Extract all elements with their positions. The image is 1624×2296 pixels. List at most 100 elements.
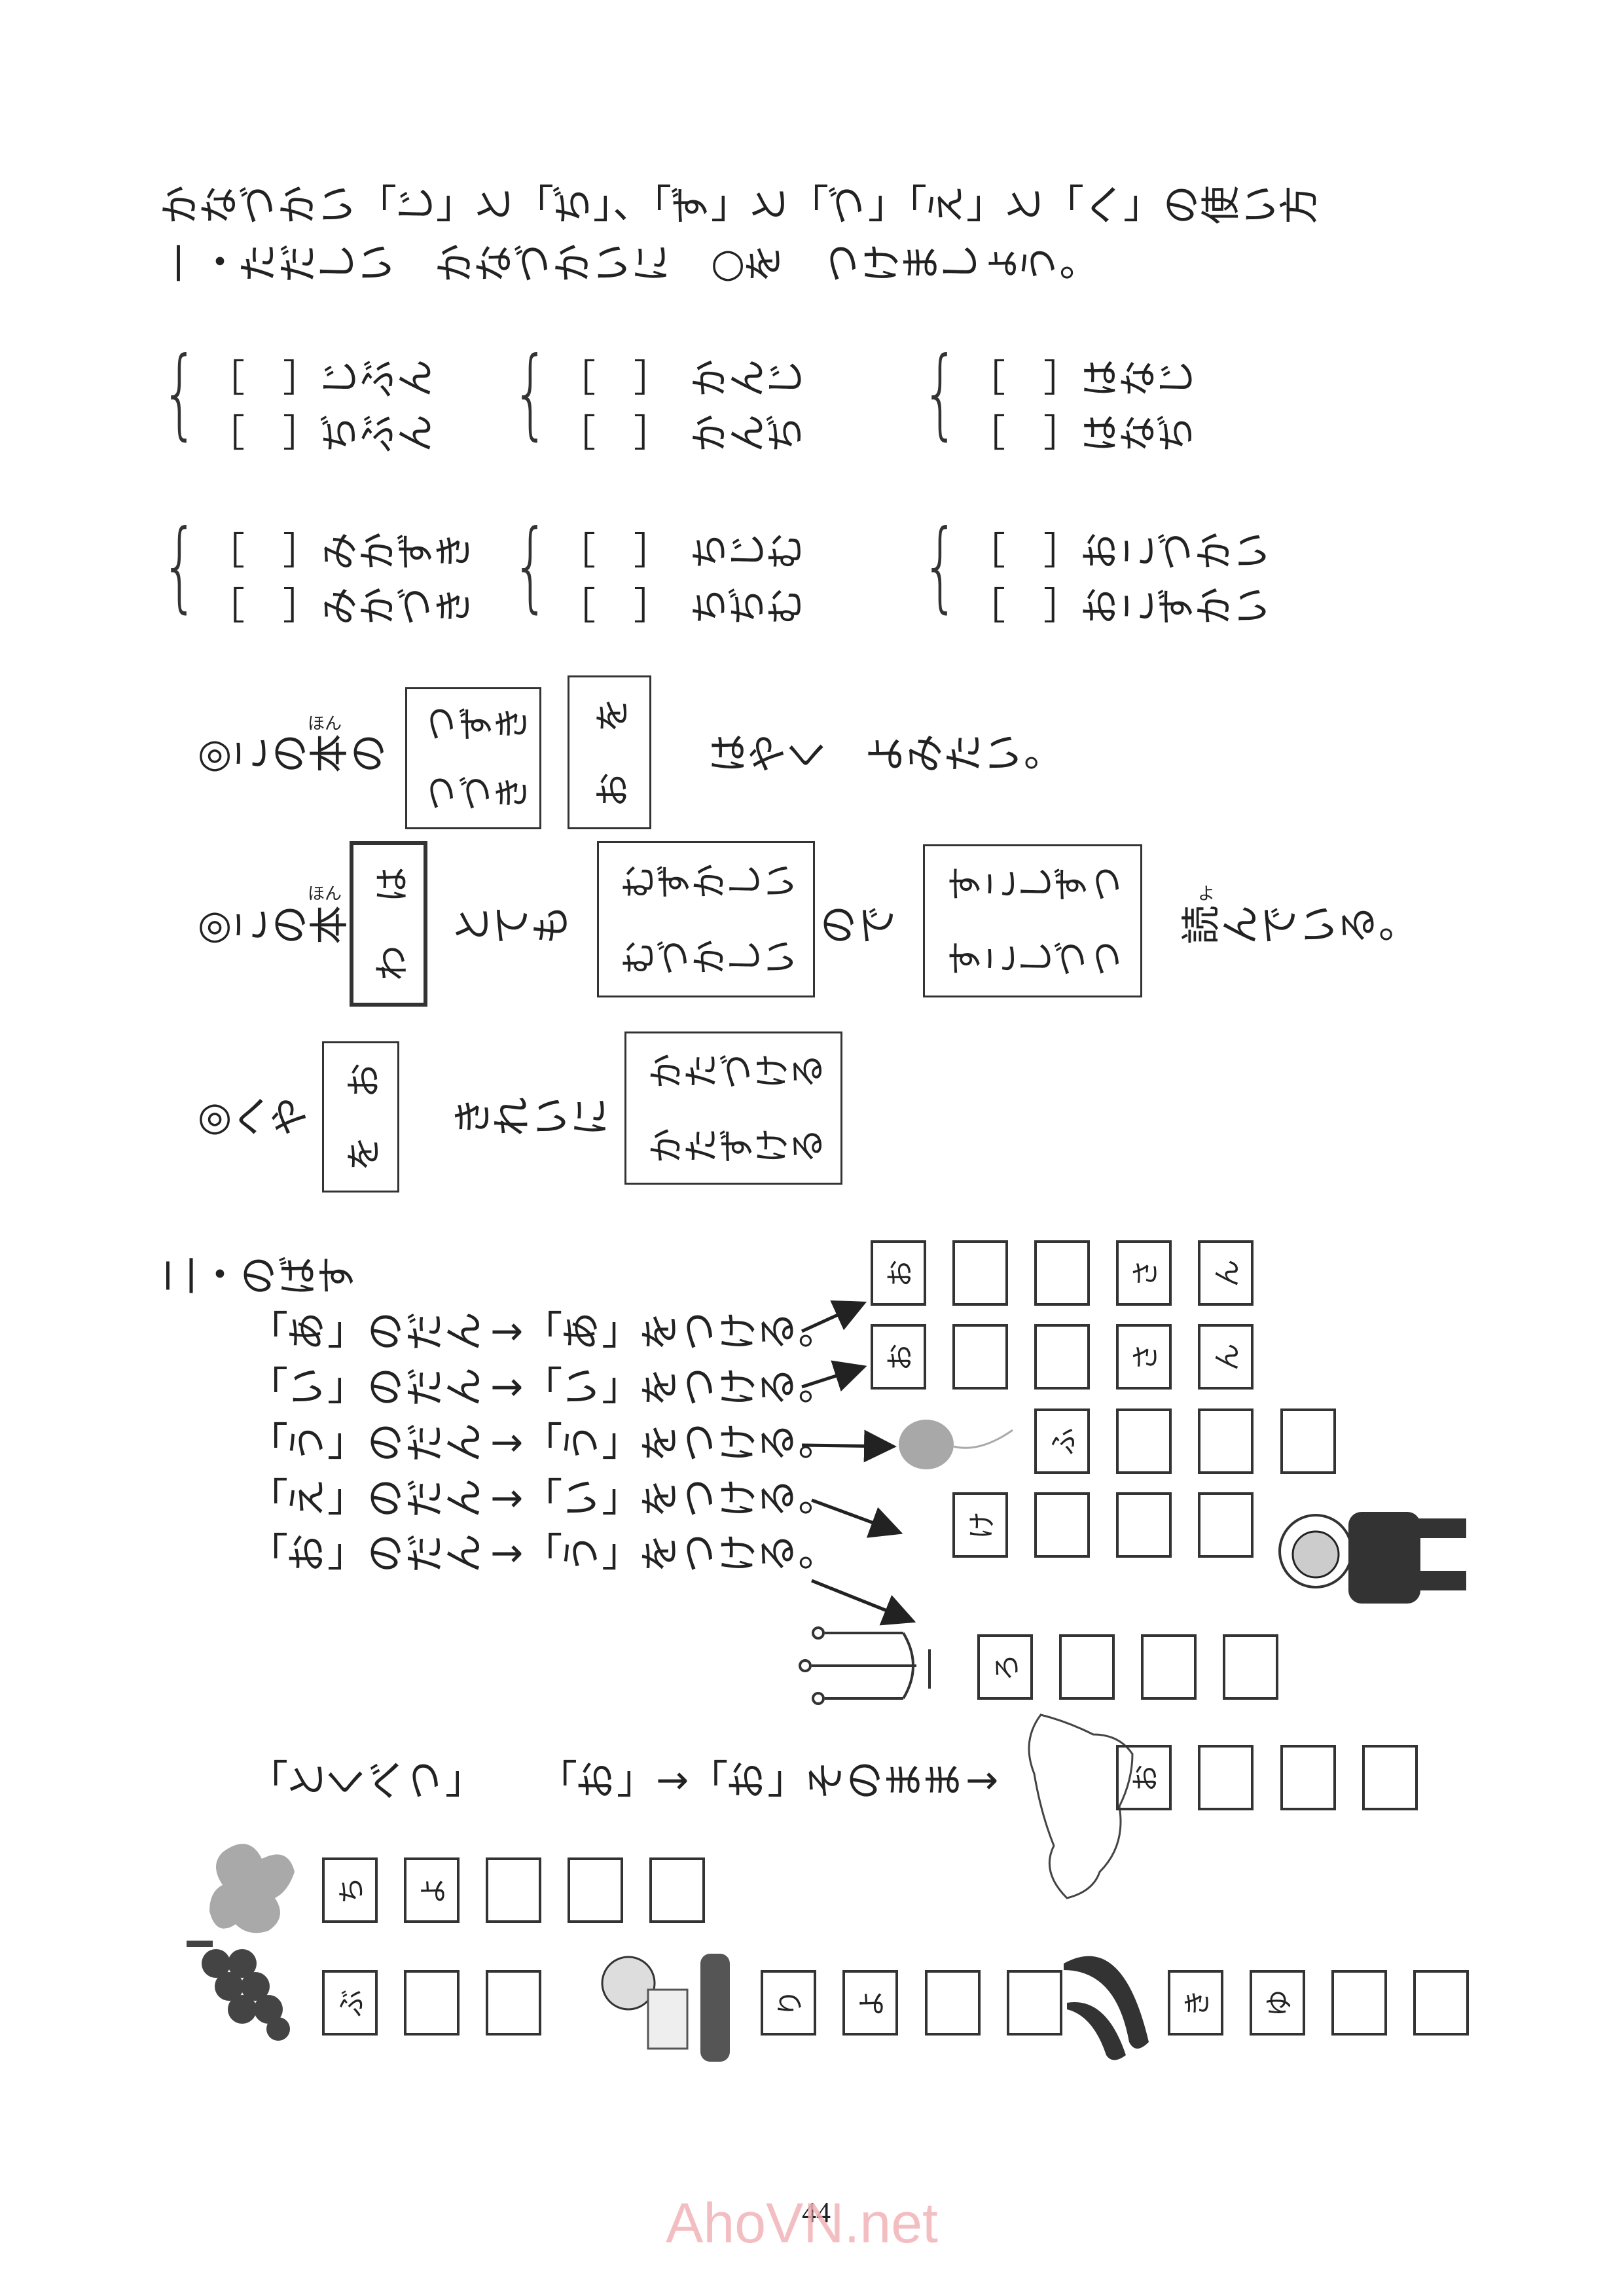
- butterfly-icon: [209, 1844, 295, 1933]
- choice-pair[interactable]: ［ ］ ちじむ ［ ］ ちぢむ: [558, 524, 808, 634]
- answer-cell[interactable]: [1116, 1492, 1172, 1558]
- rule-row: 「お」のだん: [249, 1530, 488, 1576]
- answer-cell[interactable]: [1059, 1634, 1115, 1700]
- choice-option[interactable]: ［ ］じぶん: [207, 356, 439, 401]
- arrow-5: [811, 1579, 916, 1626]
- answer-cell[interactable]: ふ: [1034, 1408, 1090, 1474]
- cucumber-icon: [1064, 1956, 1149, 2060]
- choice-option[interactable]: ［ ］はなぢ: [967, 411, 1199, 456]
- answer-cell[interactable]: よ: [842, 1970, 898, 2036]
- answer-cell[interactable]: [1141, 1634, 1197, 1700]
- answer-cell[interactable]: [1413, 1970, 1469, 2036]
- answer-cell[interactable]: き: [1168, 1970, 1223, 2036]
- special-label: 「とくべつ」: [249, 1757, 484, 1803]
- answer-cell[interactable]: ち: [322, 1857, 378, 1923]
- answer-cell[interactable]: [925, 1970, 981, 2036]
- rule-action: →「う」をつける。: [490, 1530, 838, 1576]
- choice-option[interactable]: ［ ］ かんぢ: [558, 411, 808, 456]
- answer-cell[interactable]: [1116, 1408, 1172, 1474]
- grapes-icon: [187, 1941, 290, 2041]
- choice-option[interactable]: ［ ］おこずかい: [967, 584, 1275, 628]
- choice-pair[interactable]: ［ ］みかずき ［ ］みかづき: [207, 524, 477, 634]
- answer-cell[interactable]: [404, 1970, 460, 2036]
- arrows: [801, 1300, 916, 1626]
- answer-cell[interactable]: [1223, 1634, 1278, 1700]
- answer-cell[interactable]: [1280, 1745, 1336, 1810]
- answer-cell[interactable]: [649, 1857, 705, 1923]
- answer-cell[interactable]: [1198, 1408, 1254, 1474]
- arrow-2: [801, 1360, 867, 1392]
- s2-choice-box-2[interactable]: むずかしいむづかしい: [597, 841, 815, 997]
- answer-cell[interactable]: [1198, 1492, 1254, 1558]
- answer-cell[interactable]: ん: [1198, 1240, 1254, 1306]
- s2-ruby: ほん: [308, 884, 342, 904]
- rule-action: →「い」をつける。: [490, 1364, 838, 1410]
- choice-option[interactable]: ［ ］みかづき: [207, 584, 477, 628]
- choice-option[interactable]: ［ ］ ちぢむ: [558, 584, 808, 628]
- choice-option[interactable]: ［ ］おこづかい: [967, 529, 1275, 573]
- answer-cell[interactable]: ん: [1198, 1324, 1254, 1390]
- answer-cell[interactable]: お: [871, 1240, 926, 1306]
- answer-cell[interactable]: [1034, 1240, 1090, 1306]
- answer-cell[interactable]: [568, 1857, 623, 1923]
- choice-pair[interactable]: ［ ］おこづかい ［ ］おこずかい: [967, 524, 1275, 634]
- answer-cell[interactable]: [952, 1324, 1008, 1390]
- answer-cell[interactable]: [1007, 1970, 1062, 2036]
- answer-cell[interactable]: [1331, 1970, 1387, 2036]
- s1-choice-box-1[interactable]: つずきつづき: [405, 687, 541, 829]
- rule-row: 「い」のだん: [249, 1364, 488, 1410]
- answer-cell[interactable]: さ: [1116, 1240, 1172, 1306]
- answer-cell[interactable]: [486, 1857, 541, 1923]
- s2-choice-box-3[interactable]: すこしずつすこしづつ: [923, 844, 1142, 997]
- answer-cell[interactable]: よ: [404, 1857, 460, 1923]
- answer-cell[interactable]: [486, 1970, 541, 2036]
- answer-cell[interactable]: [1034, 1492, 1090, 1558]
- choice-pair[interactable]: ［ ］はなじ ［ ］はなぢ: [967, 351, 1199, 461]
- rule-action: →「い」をつける。: [490, 1475, 838, 1521]
- worksheet-title: かなづかい「じ」と「ぢ」、「ず」と「づ」「え」と「へ」の使い方: [158, 182, 1323, 228]
- arrow-right: →: [965, 1757, 999, 1803]
- answer-cell[interactable]: り: [761, 1970, 816, 2036]
- choice-pair[interactable]: ［ ］じぶん ［ ］ぢぶん: [207, 351, 439, 461]
- s2-choice-box-1[interactable]: はわ: [350, 841, 427, 1007]
- arrow-4: [811, 1498, 903, 1538]
- s1-ruby: ほん: [308, 714, 342, 734]
- arrow-1: [801, 1300, 867, 1333]
- balloon-icon: [899, 1420, 1013, 1469]
- answer-cell[interactable]: ゆ: [1250, 1970, 1305, 2036]
- s3-choice-box-2[interactable]: かたづけるかたずける: [624, 1031, 842, 1185]
- choice-option[interactable]: ［ ］ ちじむ: [558, 529, 808, 573]
- rule-row: 「え」のだん: [249, 1475, 488, 1521]
- special-rule: 「お」→「お」そのまま: [538, 1757, 967, 1803]
- s3-prefix: ◎へや: [198, 1094, 314, 1139]
- choice-pair[interactable]: ［ ］ かんじ ［ ］ かんぢ: [558, 351, 808, 461]
- answer-cell[interactable]: [1034, 1324, 1090, 1390]
- answer-cell[interactable]: [1198, 1745, 1254, 1810]
- choice-option[interactable]: ［ ］ かんじ: [558, 356, 808, 401]
- s1-suffix: はやく よみたい。: [706, 730, 1063, 776]
- answer-cell[interactable]: ぶ: [322, 1970, 378, 2036]
- s1-choice-box-2[interactable]: をお: [568, 675, 651, 829]
- choice-option[interactable]: ［ ］みかずき: [207, 529, 477, 573]
- answer-cell[interactable]: [1362, 1745, 1418, 1810]
- s3-choice-box-1[interactable]: おを: [322, 1041, 399, 1193]
- q3-heading: 二・のばす: [158, 1253, 361, 1299]
- s1-prefix: ◎この本の: [198, 730, 393, 776]
- answer-cell[interactable]: ろ: [977, 1634, 1033, 1700]
- answer-cell[interactable]: お: [1116, 1745, 1172, 1810]
- brace: {: [161, 509, 199, 623]
- cook-icon: [601, 1954, 730, 2062]
- answer-cell[interactable]: け: [952, 1492, 1008, 1558]
- page-number: 44: [802, 2197, 831, 2229]
- s2-prefix: ◎この本: [198, 902, 353, 948]
- answer-cell[interactable]: お: [871, 1324, 926, 1390]
- answer-cell[interactable]: [1280, 1408, 1336, 1474]
- answer-cell[interactable]: [952, 1240, 1008, 1306]
- answer-cell[interactable]: さ: [1116, 1324, 1172, 1390]
- choice-option[interactable]: ［ ］ぢぶん: [207, 411, 439, 456]
- brace: {: [922, 509, 960, 623]
- brace: {: [512, 509, 550, 623]
- s2-ruby2: よ: [1198, 884, 1216, 904]
- choice-option[interactable]: ［ ］はなじ: [967, 356, 1199, 401]
